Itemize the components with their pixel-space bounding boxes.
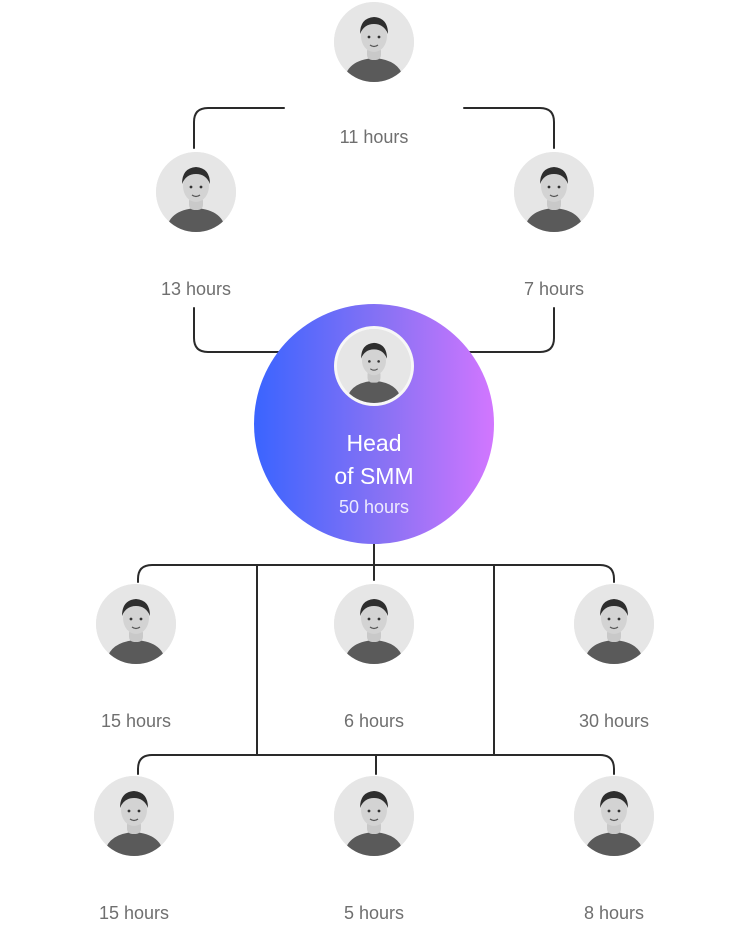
connector-upper-right-head <box>465 307 555 353</box>
person-portrait-icon <box>334 584 414 664</box>
person-portrait-icon <box>156 152 236 232</box>
person-portrait-icon <box>334 776 414 856</box>
avatar-row2-right <box>574 776 654 856</box>
hours-upper-left: 13 hours <box>160 279 232 299</box>
head-of-smm-node: Head of SMM 50 hours <box>254 304 494 544</box>
connector-upper-left-head <box>193 307 283 353</box>
avatar-row1-left <box>96 584 176 664</box>
avatar-head <box>334 326 414 406</box>
hours-row1-center: 6 hours <box>343 711 405 731</box>
avatar-upper-right <box>514 152 594 232</box>
person-portrait-icon <box>574 776 654 856</box>
hours-row1-left: 15 hours <box>100 711 172 731</box>
avatar-row1-center <box>334 584 414 664</box>
person-portrait-icon <box>94 776 174 856</box>
avatar-row1-right <box>574 584 654 664</box>
person-portrait-icon <box>514 152 594 232</box>
hours-row2-right: 8 hours <box>583 903 645 923</box>
head-hours: 50 hours <box>338 497 410 517</box>
avatar-row2-center <box>334 776 414 856</box>
hours-top: 11 hours <box>339 127 409 147</box>
avatar-upper-left <box>156 152 236 232</box>
hours-row1-right: 30 hours <box>578 711 650 731</box>
hours-row2-left: 15 hours <box>98 903 170 923</box>
hours-row2-center: 5 hours <box>343 903 405 923</box>
avatar-top <box>334 2 414 82</box>
avatar-row2-left <box>94 776 174 856</box>
person-portrait-icon <box>337 329 411 403</box>
person-portrait-icon <box>96 584 176 664</box>
connector-row1-bus <box>137 564 615 583</box>
connector-top-right <box>463 107 555 149</box>
person-portrait-icon <box>574 584 654 664</box>
hours-upper-right: 7 hours <box>523 279 585 299</box>
head-title-line2: of SMM <box>334 463 414 489</box>
connector-top-left <box>193 107 285 149</box>
person-portrait-icon <box>334 2 414 82</box>
head-title-line1: Head <box>346 430 402 456</box>
